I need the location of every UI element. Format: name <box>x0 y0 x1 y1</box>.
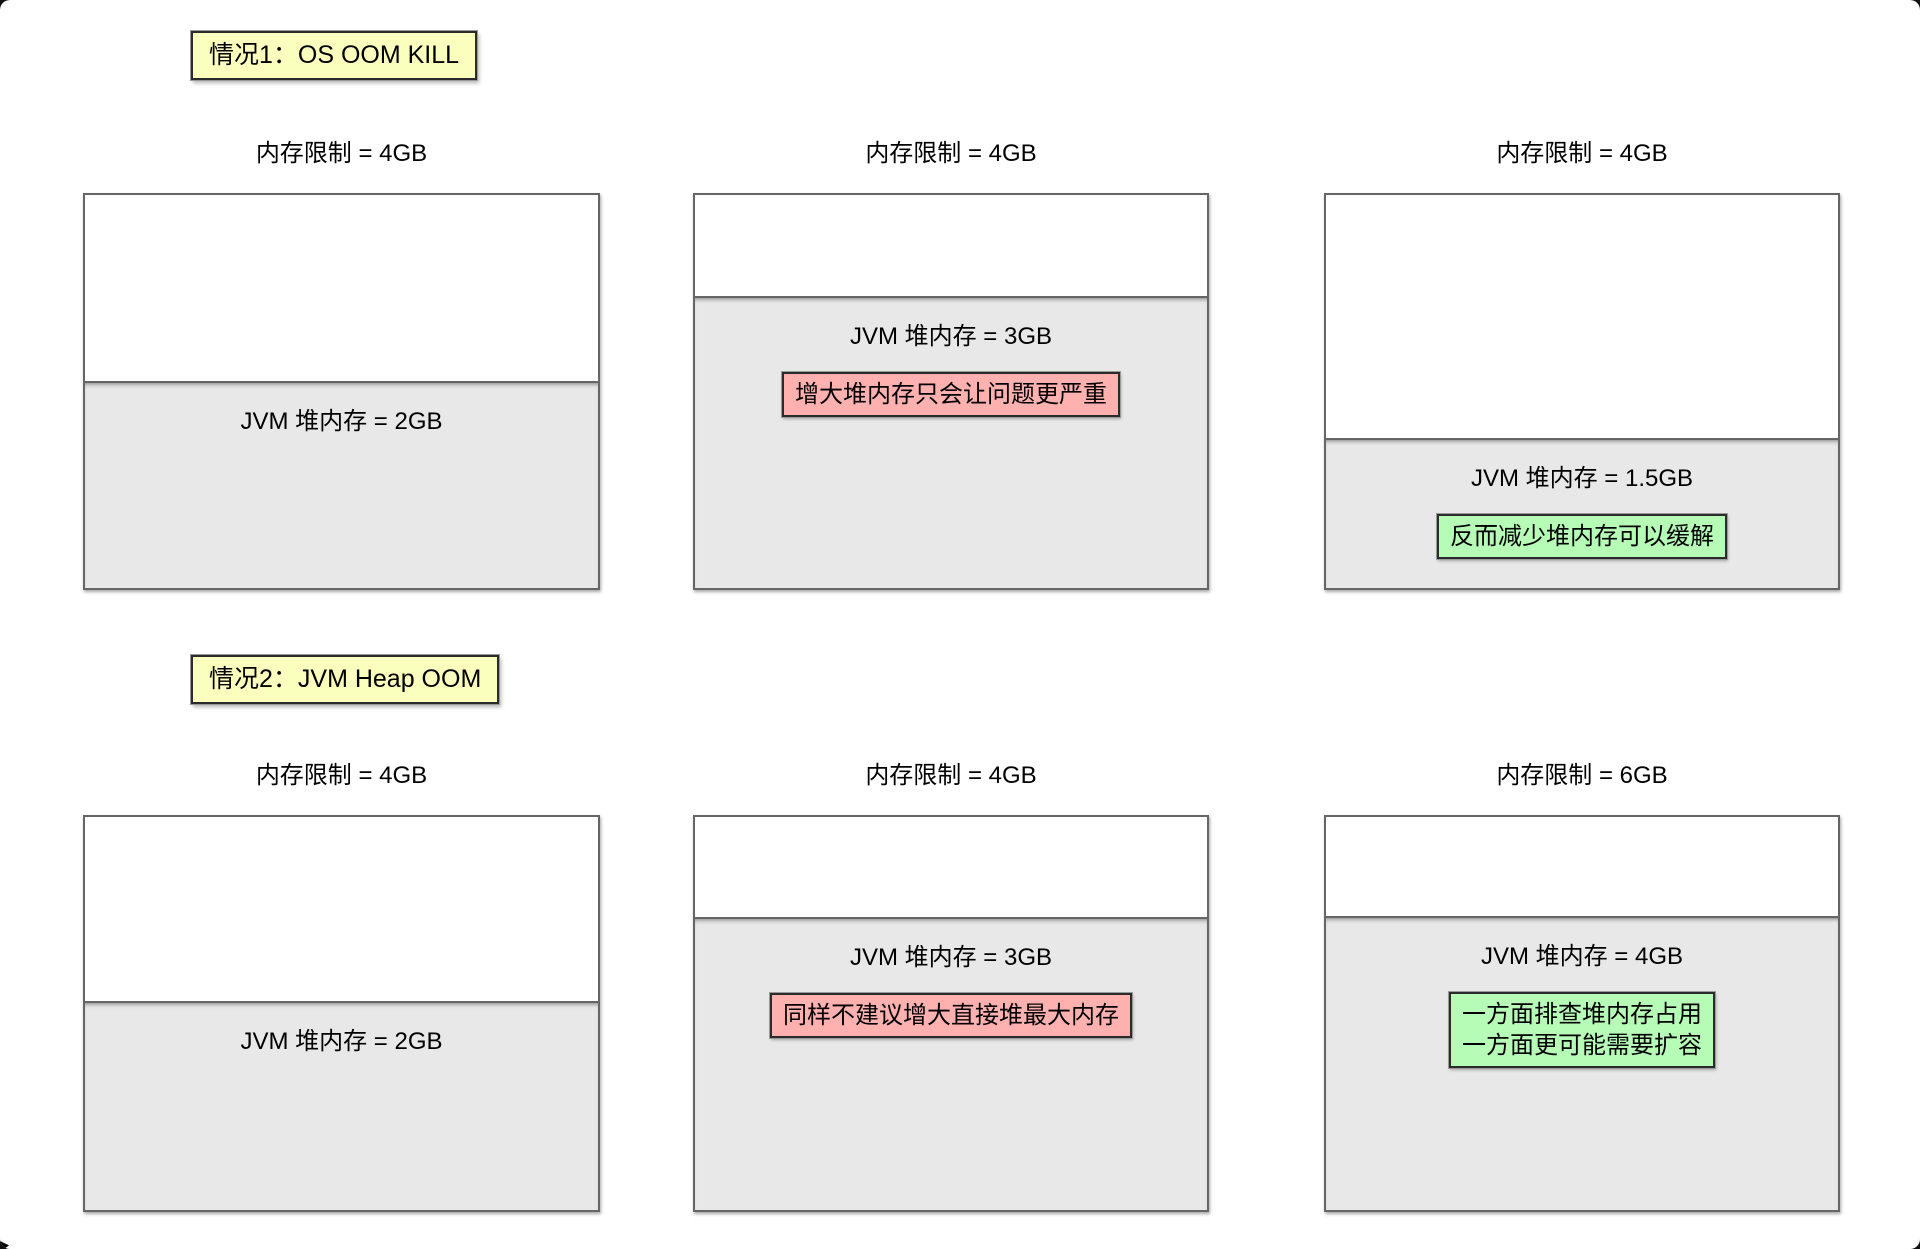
heap-size-label: JVM 堆内存 = 1.5GB <box>1470 464 1694 492</box>
memory-limit-title: 内存限制 = 4GB <box>255 140 428 167</box>
advice-note-line: 一方面更可能需要扩容 <box>1462 1032 1702 1060</box>
free-memory-section <box>1326 817 1838 917</box>
memory-box: JVM 堆内存 = 3GB 增大堆内存只会让问题更严重 <box>693 193 1209 590</box>
memory-box: JVM 堆内存 = 3GB 同样不建议增大直接堆最大内存 <box>693 815 1209 1212</box>
advice-note-line: 一方面排查堆内存占用 <box>1462 1001 1702 1029</box>
heap-size-label: JVM 堆内存 = 4GB <box>1480 943 1684 971</box>
mouse-cursor-icon <box>0 1241 9 1249</box>
diagram-case2-scale-up: 内存限制 = 6GB JVM 堆内存 = 4GB 一方面排查堆内存占用 一方面更… <box>1324 760 1840 1212</box>
free-memory-section <box>695 195 1207 297</box>
heap-memory-section: JVM 堆内存 = 1.5GB 反而减少堆内存可以缓解 <box>1326 437 1838 588</box>
memory-limit-title: 内存限制 = 4GB <box>1496 140 1668 167</box>
advice-note-badge: 反而减少堆内存可以缓解 <box>1437 513 1727 559</box>
advice-note-badge: 一方面排查堆内存占用 一方面更可能需要扩容 <box>1449 992 1715 1069</box>
heap-size-label: JVM 堆内存 = 2GB <box>240 408 443 436</box>
heap-memory-section: JVM 堆内存 = 2GB <box>85 1000 598 1210</box>
diagram-case1-bigger-heap: 内存限制 = 4GB JVM 堆内存 = 3GB 增大堆内存只会让问题更严重 <box>693 138 1209 590</box>
memory-box: JVM 堆内存 = 4GB 一方面排查堆内存占用 一方面更可能需要扩容 <box>1324 815 1840 1212</box>
free-memory-section <box>85 817 598 1001</box>
diagram-case2-bigger-heap: 内存限制 = 4GB JVM 堆内存 = 3GB 同样不建议增大直接堆最大内存 <box>693 760 1209 1212</box>
heap-size-label: JVM 堆内存 = 2GB <box>240 1027 443 1055</box>
memory-box: JVM 堆内存 = 1.5GB 反而减少堆内存可以缓解 <box>1324 193 1840 590</box>
heap-memory-section: JVM 堆内存 = 3GB 同样不建议增大直接堆最大内存 <box>695 916 1207 1210</box>
heap-size-label: JVM 堆内存 = 3GB <box>849 943 1053 971</box>
memory-box: JVM 堆内存 = 2GB <box>83 193 600 590</box>
case1-label: 情况1：OS OOM KILL <box>191 31 478 80</box>
memory-limit-title: 内存限制 = 4GB <box>865 140 1037 167</box>
heap-memory-section: JVM 堆内存 = 4GB 一方面排查堆内存占用 一方面更可能需要扩容 <box>1326 916 1838 1210</box>
heap-memory-section: JVM 堆内存 = 2GB <box>85 381 598 588</box>
memory-limit-title: 内存限制 = 4GB <box>865 762 1037 789</box>
heap-memory-section: JVM 堆内存 = 3GB 增大堆内存只会让问题更严重 <box>695 296 1207 588</box>
free-memory-section <box>695 817 1207 917</box>
free-memory-section <box>85 195 598 382</box>
memory-limit-title: 内存限制 = 6GB <box>1496 762 1668 789</box>
memory-limit-title: 内存限制 = 4GB <box>255 762 428 789</box>
memory-box: JVM 堆内存 = 2GB <box>83 815 600 1212</box>
heap-size-label: JVM 堆内存 = 3GB <box>849 323 1053 351</box>
diagram-case1-baseline: 内存限制 = 4GB JVM 堆内存 = 2GB <box>83 138 600 590</box>
warning-note-badge: 同样不建议增大直接堆最大内存 <box>770 992 1132 1038</box>
case2-label: 情况2：JVM Heap OOM <box>191 655 500 704</box>
diagram-case2-baseline: 内存限制 = 4GB JVM 堆内存 = 2GB <box>83 760 600 1212</box>
diagram-case1-smaller-heap: 内存限制 = 4GB JVM 堆内存 = 1.5GB 反而减少堆内存可以缓解 <box>1324 138 1840 590</box>
free-memory-section <box>1326 195 1838 438</box>
warning-note-badge: 增大堆内存只会让问题更严重 <box>782 372 1120 418</box>
